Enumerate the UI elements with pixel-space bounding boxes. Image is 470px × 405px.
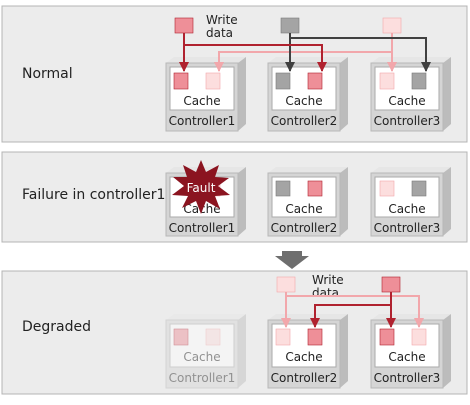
controller-side — [443, 57, 451, 131]
controller-side — [443, 314, 451, 388]
controller-3: Cache Controller3 — [370, 167, 451, 237]
controller-top — [268, 167, 348, 173]
data-block-pink — [379, 180, 395, 197]
cache-label: Cache — [183, 350, 220, 364]
data-block-gray — [411, 72, 427, 90]
data-block-gray — [275, 72, 291, 90]
data-block-red — [173, 72, 189, 90]
data-block-red — [307, 328, 323, 346]
panel-failure: Failure in controller1 Cache Controller1… — [1, 151, 468, 243]
data-block-gray — [411, 180, 427, 197]
controller-top — [371, 314, 451, 320]
controller-label: Controller3 — [374, 221, 441, 235]
controller-side — [340, 57, 348, 131]
write-data-pink — [276, 276, 296, 293]
controller-1: Cache Controller1 — [165, 57, 246, 132]
cache-label: Cache — [183, 94, 220, 108]
data-block-pink — [205, 72, 221, 90]
cache-label: Cache — [388, 94, 425, 108]
controller-2: Cache Controller2 — [267, 314, 348, 389]
data-block-pink — [205, 328, 221, 346]
flow-lines-pink — [281, 292, 424, 328]
write-data-red — [174, 17, 194, 34]
controller-side — [238, 167, 246, 236]
data-block-red — [379, 328, 395, 346]
flow-lines-pink — [214, 33, 397, 72]
controller-3: Cache Controller3 — [370, 314, 451, 389]
cache-label: Cache — [285, 202, 322, 216]
write-data-pink — [382, 17, 402, 34]
controller-label: Controller2 — [271, 371, 338, 385]
data-block-pink — [411, 328, 427, 346]
controller-label: Controller3 — [374, 114, 441, 128]
controller-side — [238, 57, 246, 131]
controller-label: Controller3 — [374, 371, 441, 385]
controller-2: Cache Controller2 — [267, 167, 348, 237]
controller-top — [371, 167, 451, 173]
write-label-line2: data — [312, 286, 339, 300]
fault-label: Fault — [187, 181, 216, 195]
controller-side — [340, 167, 348, 236]
controller-top — [268, 314, 348, 320]
cache-box — [169, 323, 235, 368]
fault-burst-icon — [172, 160, 230, 214]
data-block-red — [307, 180, 323, 197]
panel-label: Failure in controller1 — [22, 187, 165, 203]
flow-lines-red — [310, 292, 396, 328]
controller-2: Cache Controller2 — [267, 57, 348, 132]
panel-normal: Normal Cache Controller1 Cache Controlle… — [1, 5, 468, 143]
data-block-red — [307, 72, 323, 90]
controller-label: Controller2 — [271, 221, 338, 235]
cache-label: Cache — [285, 94, 322, 108]
panel-label: Degraded — [22, 319, 91, 335]
controller-side — [443, 167, 451, 236]
cache-label: Cache — [285, 350, 322, 364]
controller-1-disabled: Cache Controller1 — [165, 314, 246, 389]
controller-top — [166, 314, 246, 320]
cache-label: Cache — [388, 350, 425, 364]
write-label: Write — [206, 13, 238, 27]
flow-lines-dark — [285, 33, 431, 72]
write-label: Write — [312, 273, 344, 287]
panel-degraded: Degraded Cache Controller1 Cache Control… — [1, 270, 468, 395]
data-block-pink — [275, 328, 291, 346]
controller-top — [371, 57, 451, 63]
controller-side — [340, 314, 348, 388]
controller-label: Controller2 — [271, 114, 338, 128]
write-data-sources: Write data — [174, 13, 402, 40]
controller-label: Controller1 — [169, 221, 236, 235]
flow-lines-red — [179, 33, 327, 72]
data-block-red — [173, 328, 189, 346]
panel-label: Normal — [22, 66, 73, 82]
write-label-line2: data — [206, 26, 233, 40]
write-data-gray — [280, 17, 300, 34]
controller-3: Cache Controller3 — [370, 57, 451, 132]
transition-arrow-icon — [275, 251, 309, 269]
controller-top — [268, 57, 348, 63]
controller-top — [166, 57, 246, 63]
controller-1: Cache Controller1 Fault — [165, 160, 246, 237]
controller-face — [165, 319, 239, 389]
controller-side — [238, 314, 246, 388]
data-block-pink — [379, 72, 395, 90]
controller-label: Controller1 — [169, 371, 236, 385]
cache-label: Cache — [388, 202, 425, 216]
write-data-red — [381, 276, 401, 293]
controller-label: Controller1 — [169, 114, 236, 128]
data-block-gray — [275, 180, 291, 197]
